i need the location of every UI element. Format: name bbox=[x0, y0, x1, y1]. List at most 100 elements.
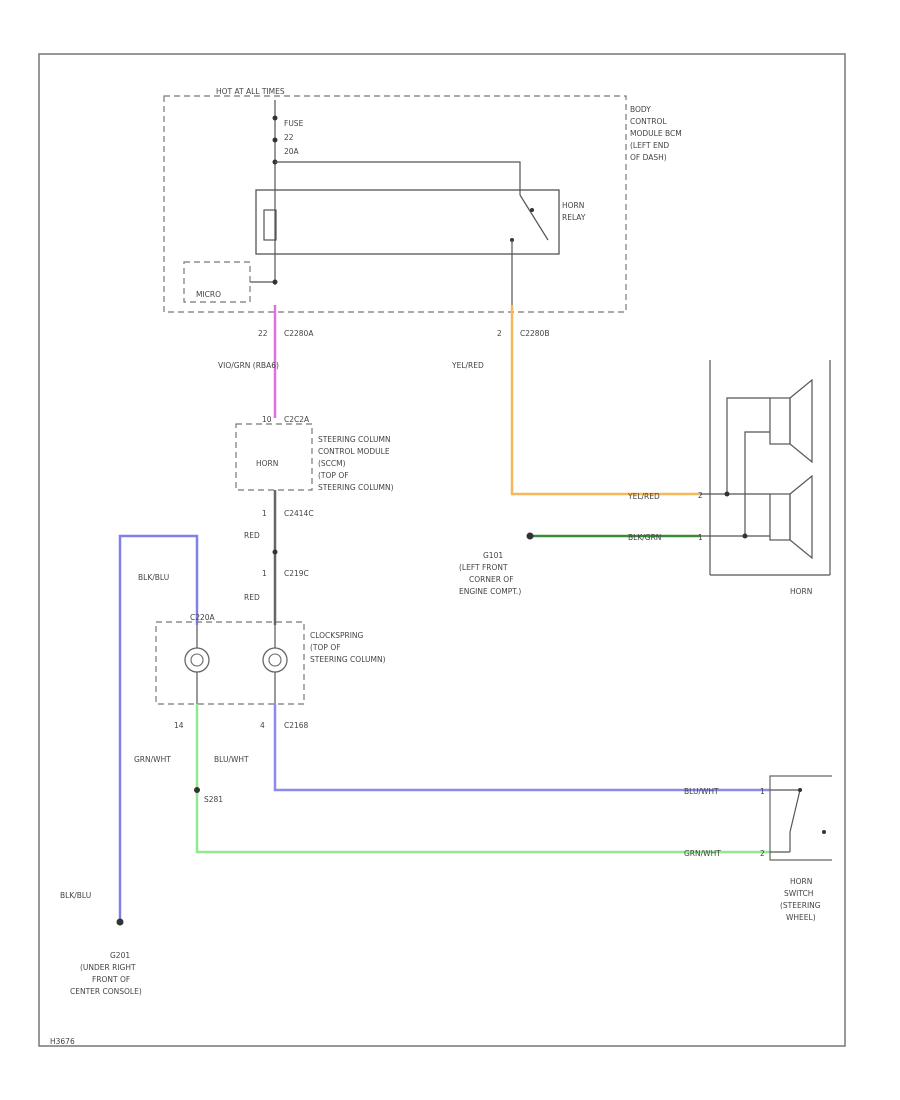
sccm-connector: C2C2A bbox=[284, 415, 310, 424]
horn-switch-desc-2: SWITCH bbox=[784, 889, 813, 898]
bcm-desc-2: CONTROL bbox=[630, 117, 667, 126]
c220a-label: C220A bbox=[190, 613, 216, 622]
bcm-desc-1: BODY bbox=[630, 105, 651, 114]
clockspring-box bbox=[155, 621, 305, 705]
g101-label-2: (LEFT FRONT bbox=[459, 563, 508, 572]
relay-label-1: HORN bbox=[562, 201, 584, 210]
sccm-connector-pin: 10 bbox=[262, 415, 272, 424]
sccm-desc-3: (SCCM) bbox=[318, 459, 346, 468]
g101-label-3: CORNER OF bbox=[469, 575, 514, 584]
fuse-number: 22 bbox=[284, 133, 294, 142]
horn-switch-contact-2 bbox=[822, 830, 826, 834]
clockspring-desc-3: STEERING COLUMN) bbox=[310, 655, 386, 664]
g201-label-4: CENTER CONSOLE) bbox=[70, 987, 142, 996]
sccm-box bbox=[235, 423, 313, 491]
sccm-horn-label: HORN bbox=[256, 459, 278, 468]
c2168-pin-left: 14 bbox=[174, 721, 184, 730]
blk-grn-wire-label: BLK/GRN bbox=[628, 533, 661, 542]
micro-label: MICRO bbox=[196, 290, 221, 299]
relay-coil bbox=[263, 209, 277, 241]
orange-wire bbox=[510, 305, 700, 496]
horn-switch-bracket bbox=[769, 775, 832, 861]
yel-red-wire-label-2: YEL/RED bbox=[627, 492, 660, 501]
sccm-desc-5: STEERING COLUMN) bbox=[318, 483, 394, 492]
horn-switch-arm bbox=[789, 789, 801, 833]
s281-splice-node bbox=[194, 787, 200, 793]
c2280a-pin: 22 bbox=[258, 329, 268, 338]
clockspring-coil-left bbox=[184, 647, 210, 673]
clockspring-desc-1: CLOCKSPRING bbox=[310, 631, 364, 640]
c2192-label: C219C bbox=[284, 569, 309, 578]
clockspring-coil-right bbox=[262, 647, 288, 673]
fuse-node-mid bbox=[272, 137, 278, 143]
blue-ground-wire bbox=[118, 534, 199, 920]
grn-wht-wire-label-2: GRN/WHT bbox=[684, 849, 721, 858]
horn-switch-desc-1: HORN bbox=[790, 877, 812, 886]
horn-switch-desc-4: WHEEL) bbox=[786, 913, 816, 922]
c2414c-pin: 1 bbox=[262, 509, 267, 518]
relay-contact-top bbox=[530, 208, 534, 212]
switch-pin-2: 2 bbox=[760, 849, 765, 858]
c2414c-label: C2414C bbox=[284, 509, 314, 518]
micro-node bbox=[272, 279, 278, 285]
grn-wht-wire-label-1: GRN/WHT bbox=[134, 755, 171, 764]
fuse-rating: 20A bbox=[284, 147, 300, 156]
blu-wht-wire-label-2: BLU/WHT bbox=[684, 787, 719, 796]
g101-label-1: G101 bbox=[483, 551, 503, 560]
blk-blu-wire-label-2: BLK/BLU bbox=[60, 891, 91, 900]
g201-label-2: (UNDER RIGHT bbox=[80, 963, 136, 972]
sccm-desc-1: STEERING COLUMN bbox=[318, 435, 391, 444]
horn-pin-1: 2 bbox=[698, 491, 703, 500]
bcm-desc-4: (LEFT END bbox=[630, 141, 669, 150]
blue-white-wire bbox=[273, 704, 770, 792]
g201-ground-node bbox=[116, 918, 124, 926]
red-wire-label-2: RED bbox=[244, 593, 260, 602]
relay-feed bbox=[275, 161, 521, 195]
footer-code: H3676 bbox=[50, 1037, 75, 1046]
g101-label-4: ENGINE COMPT.) bbox=[459, 587, 521, 596]
switch-pin-1: 1 bbox=[760, 787, 765, 796]
horn-speaker-lower bbox=[769, 474, 813, 560]
s281-label: S281 bbox=[204, 795, 223, 804]
horn-switch-desc-3: (STEERING bbox=[780, 901, 821, 910]
c2168-label: C2168 bbox=[284, 721, 309, 730]
relay-label-2: RELAY bbox=[562, 213, 586, 222]
sccm-desc-4: (TOP OF bbox=[318, 471, 349, 480]
blk-blu-wire-label-1: BLK/BLU bbox=[138, 573, 169, 582]
bcm-desc-3: MODULE BCM bbox=[630, 129, 682, 138]
c2192-node bbox=[272, 549, 278, 555]
light-green-wire bbox=[195, 704, 770, 854]
horn-relay-box bbox=[255, 189, 560, 255]
horn-ground-1 bbox=[700, 431, 770, 537]
horn-switch-contact-1 bbox=[798, 788, 802, 792]
bcm-header: HOT AT ALL TIMES bbox=[216, 87, 285, 96]
vio-grn-wire-label: VIO/GRN (RBA6) bbox=[218, 361, 279, 370]
c2192-pin: 1 bbox=[262, 569, 267, 578]
bcm-box bbox=[163, 95, 627, 313]
blu-wht-wire-label-1: BLU/WHT bbox=[214, 755, 249, 764]
horn-feed-1 bbox=[700, 397, 770, 495]
horn-pin-2: 1 bbox=[698, 533, 703, 542]
clockspring-desc-2: (TOP OF bbox=[310, 643, 341, 652]
diagram-frame bbox=[38, 53, 846, 1047]
c2280b-label: C2280B bbox=[520, 329, 549, 338]
fuse-label: FUSE bbox=[284, 119, 304, 128]
bcm-desc-5: OF DASH) bbox=[630, 153, 667, 162]
g201-label-3: FRONT OF bbox=[92, 975, 130, 984]
red-wire-label-1: RED bbox=[244, 531, 260, 540]
sccm-desc-2: CONTROL MODULE bbox=[318, 447, 390, 456]
horn-speaker-upper bbox=[769, 378, 813, 464]
horn-node-b bbox=[742, 533, 748, 539]
g201-label-1: G201 bbox=[110, 951, 130, 960]
horn-node-a bbox=[724, 491, 730, 497]
yel-red-wire-label-1: YEL/RED bbox=[451, 361, 484, 370]
c2168-pin-right: 4 bbox=[260, 721, 265, 730]
relay-switch-arm bbox=[519, 194, 549, 241]
c2280a-label: C2280A bbox=[284, 329, 314, 338]
c2280b-pin: 2 bbox=[497, 329, 502, 338]
fuse-node-top bbox=[272, 115, 278, 121]
g101-ground-node bbox=[526, 532, 534, 540]
horn-label: HORN bbox=[790, 587, 812, 596]
